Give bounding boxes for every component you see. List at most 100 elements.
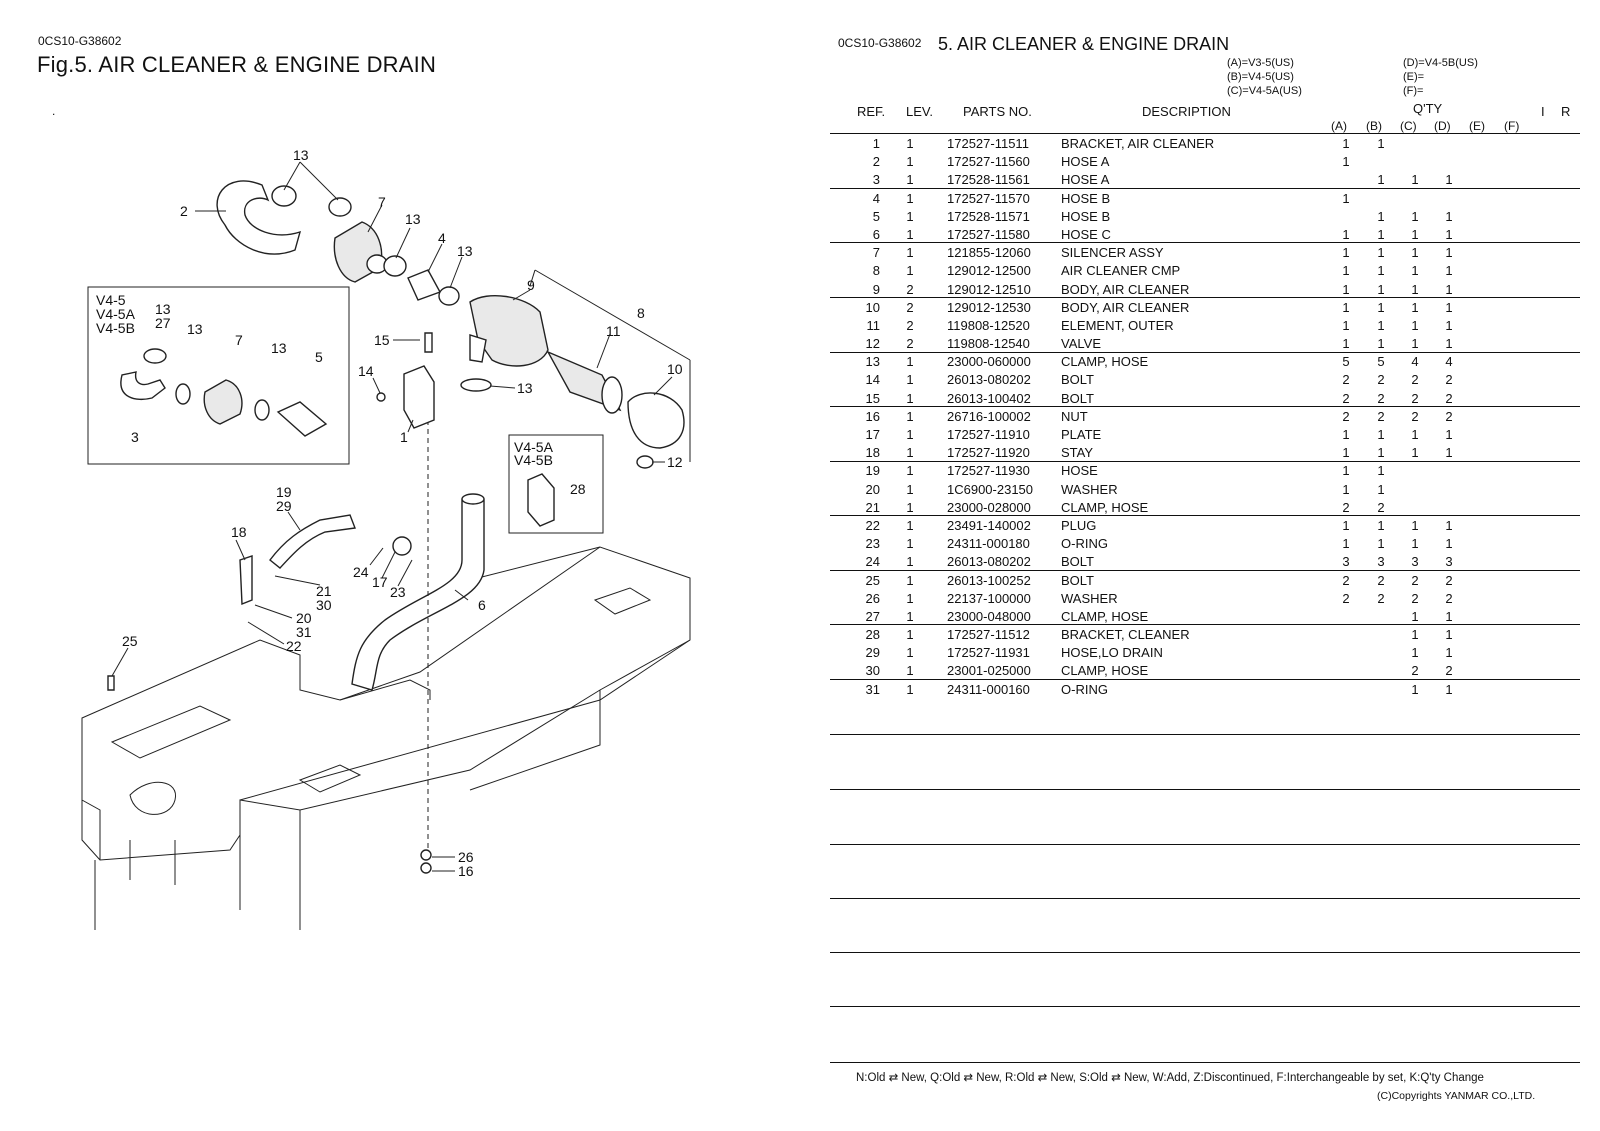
cell-desc: SILENCER ASSY bbox=[1061, 245, 1164, 261]
cell-lev: 1 bbox=[906, 572, 914, 588]
cell-b: 1 bbox=[1377, 208, 1385, 224]
cell-desc: BRACKET, AIR CLEANER bbox=[1061, 136, 1215, 151]
cell-b: 2 bbox=[1377, 572, 1385, 588]
cell-ref: 23 bbox=[865, 536, 880, 552]
cell-a: 1 bbox=[1342, 299, 1350, 315]
cell-a: 1 bbox=[1342, 463, 1350, 479]
cell-d: 2 bbox=[1445, 390, 1453, 406]
cell-desc: CLAMP, HOSE bbox=[1061, 499, 1149, 515]
cell-desc: NUT bbox=[1061, 408, 1088, 424]
cell-ref: 1 bbox=[872, 136, 880, 151]
group-rule bbox=[830, 679, 1580, 680]
cell-d: 2 bbox=[1445, 372, 1453, 388]
callout-25: 25 bbox=[122, 633, 138, 649]
callout-11: 11 bbox=[606, 323, 621, 339]
header-i: I bbox=[1541, 104, 1545, 119]
blank-rule bbox=[830, 734, 1580, 735]
cell-c: 1 bbox=[1411, 172, 1419, 188]
cell-lev: 1 bbox=[906, 390, 914, 406]
cell-desc: O-RING bbox=[1061, 681, 1108, 697]
cell-c: 2 bbox=[1411, 408, 1419, 424]
callout-labels: 13 2 7 13 4 13 9 8 11 15 14 1 13 10 12 1… bbox=[122, 147, 683, 879]
cell-b: 1 bbox=[1377, 299, 1385, 315]
cell-c: 4 bbox=[1411, 354, 1419, 370]
cell-b: 1 bbox=[1377, 445, 1385, 461]
cell-ref: 3 bbox=[872, 172, 880, 188]
cell-no: 26013-100252 bbox=[947, 572, 1031, 588]
cell-desc: PLATE bbox=[1061, 427, 1102, 442]
cell-b: 1 bbox=[1377, 136, 1385, 151]
callout-18: 18 bbox=[231, 524, 247, 540]
cell-desc: AIR CLEANER CMP bbox=[1061, 263, 1181, 279]
cell-a: 2 bbox=[1342, 572, 1350, 588]
cell-lev: 1 bbox=[906, 590, 914, 606]
header-col-f: (F) bbox=[1504, 119, 1520, 133]
cell-no: 129012-12500 bbox=[947, 263, 1031, 279]
callout-13c: 13 bbox=[457, 243, 473, 259]
header-col-a: (A) bbox=[1331, 119, 1347, 133]
header-col-d: (D) bbox=[1434, 119, 1451, 133]
cell-d: 2 bbox=[1445, 590, 1453, 606]
cell-a: 2 bbox=[1342, 408, 1350, 424]
cell-no: 26716-100002 bbox=[947, 408, 1031, 424]
group-rule bbox=[830, 297, 1580, 298]
cell-d: 1 bbox=[1445, 317, 1453, 333]
cell-ref: 26 bbox=[865, 590, 880, 606]
callout-24: 24 bbox=[353, 564, 369, 580]
model-legend-left: (A)=V3-5(US) (B)=V4-5(US) (C)=V4-5A(US) bbox=[1227, 56, 1302, 98]
cell-d: 1 bbox=[1445, 645, 1453, 661]
cell-ref: 29 bbox=[865, 645, 880, 661]
cell-desc: PLUG bbox=[1061, 517, 1097, 533]
cell-ref: 2 bbox=[872, 154, 880, 170]
cell-desc: HOSE B bbox=[1061, 208, 1111, 224]
cell-ref: 6 bbox=[872, 226, 880, 242]
cell-ref: 11 bbox=[866, 317, 881, 333]
header-parts-no: PARTS NO. bbox=[963, 104, 1032, 119]
cell-ref: 18 bbox=[865, 445, 880, 461]
cell-no: 23491-140002 bbox=[947, 517, 1031, 533]
header-lev: LEV. bbox=[906, 104, 933, 119]
cell-a: 1 bbox=[1342, 445, 1350, 461]
cell-lev: 1 bbox=[906, 445, 914, 461]
left-page-code: 0CS10-G38602 bbox=[38, 34, 122, 48]
cell-lev: 2 bbox=[906, 336, 914, 352]
svg-text:V4-5B: V4-5B bbox=[96, 320, 135, 336]
group-rule bbox=[830, 461, 1580, 462]
svg-text:V4-5A: V4-5A bbox=[514, 439, 554, 455]
cell-desc: CLAMP, HOSE bbox=[1061, 608, 1149, 624]
cell-lev: 1 bbox=[906, 681, 914, 697]
callout-14: 14 bbox=[358, 363, 374, 379]
blank-rule bbox=[830, 952, 1580, 953]
legend-e: (E)= bbox=[1403, 71, 1425, 83]
cell-no: 23000-060000 bbox=[947, 354, 1031, 370]
cell-lev: 1 bbox=[906, 372, 914, 388]
cell-lev: 2 bbox=[906, 281, 914, 297]
cell-b: 1 bbox=[1377, 336, 1385, 352]
callout-12: 12 bbox=[667, 454, 683, 470]
cell-ref: 9 bbox=[872, 281, 880, 297]
callout-23: 23 bbox=[390, 584, 406, 600]
air-cleaner-body-drawing bbox=[469, 295, 549, 367]
cell-ref: 8 bbox=[872, 263, 880, 279]
cell-lev: 1 bbox=[906, 645, 914, 661]
cell-lev: 1 bbox=[906, 226, 914, 242]
cell-ref: 25 bbox=[865, 572, 880, 588]
cell-desc: HOSE B bbox=[1061, 190, 1111, 206]
cell-ref: 31 bbox=[865, 681, 880, 697]
cell-ref: 16 bbox=[865, 408, 880, 424]
cell-c: 1 bbox=[1411, 608, 1419, 624]
cell-desc: BOLT bbox=[1061, 572, 1094, 588]
cell-c: 1 bbox=[1411, 645, 1419, 661]
cell-a: 1 bbox=[1342, 154, 1350, 170]
